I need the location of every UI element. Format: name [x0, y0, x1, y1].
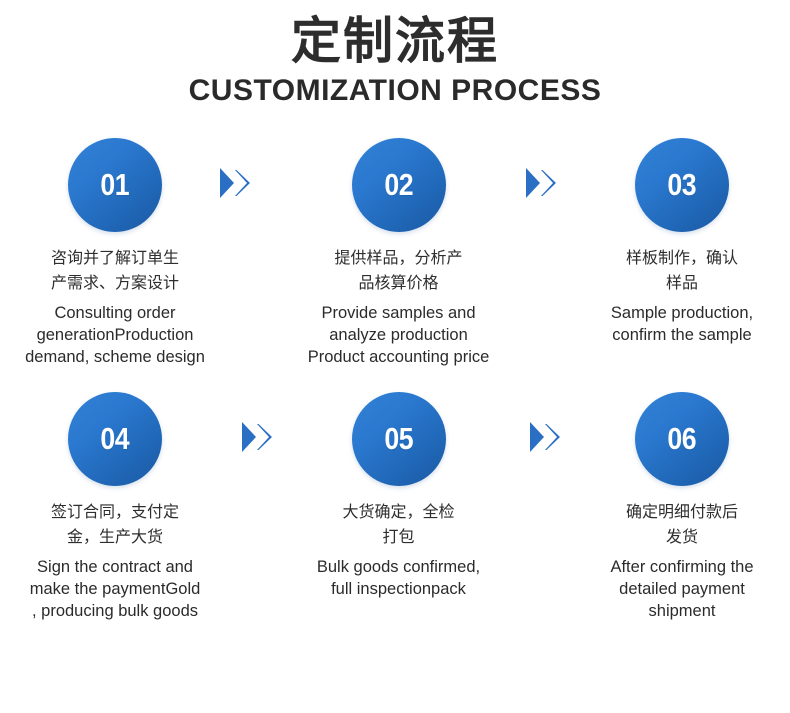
step-number: 02: [384, 167, 413, 202]
step-circle: 05: [351, 392, 446, 486]
step-circle: 02: [351, 138, 446, 232]
step-badge-05: 05: [351, 392, 446, 486]
step-number: 05: [384, 421, 413, 456]
process-step-04: 04 签订合同，支付定 金，生产大货 Sign the contract and…: [0, 392, 235, 622]
step-number: 04: [100, 421, 130, 456]
process-step-03: 03 样板制作，确认 样品 Sample production, confirm…: [562, 138, 790, 346]
step-text-en: After confirming the detailed payment sh…: [610, 558, 754, 620]
step-text-en: Sign the contract and make the paymentGo…: [29, 558, 201, 620]
step-number: 01: [100, 167, 130, 202]
step-circle: 01: [68, 138, 162, 232]
step-text-04: 签订合同，支付定 金，生产大货 Sign the contract and ma…: [0, 500, 239, 622]
step-badge-01: 01: [68, 138, 162, 232]
double-chevron-right-icon: [241, 418, 275, 456]
process-step-01: 01 咨询并了解订单生 产需求、方案设计 Consulting order ge…: [0, 138, 235, 368]
header: 定制流程 CUSTOMIZATION PROCESS: [0, 14, 790, 107]
step-text-cn: 样板制作，确认 样品: [625, 250, 738, 292]
page-title-cn: 定制流程: [291, 13, 499, 69]
step-number: 03: [667, 167, 697, 202]
step-number: 06: [667, 421, 697, 456]
step-text-cn: 咨询并了解订单生 产需求、方案设计: [50, 250, 179, 292]
step-badge-03: 03: [635, 138, 729, 232]
step-circle: 06: [635, 392, 729, 486]
step-text-en: Provide samples and analyze production P…: [307, 304, 490, 366]
process-row-2: 04 签订合同，支付定 金，生产大货 Sign the contract and…: [0, 392, 790, 622]
step-text-05: 大货确定，全检 打包 Bulk goods confirmed, full in…: [276, 500, 522, 600]
step-text-cn: 确定明细付款后 发货: [625, 504, 738, 546]
step-text-cn: 提供样品，分析产 品核算价格: [334, 250, 463, 292]
step-text-cn: 大货确定，全检 打包: [342, 504, 455, 546]
double-chevron-right-icon: [525, 164, 559, 202]
process-step-05: 05 大货确定，全检 打包 Bulk goods confirmed, full…: [279, 392, 519, 600]
step-text-en: Bulk goods confirmed, full inspectionpac…: [316, 558, 481, 598]
step-text-02: 提供样品，分析产 品核算价格 Provide samples and analy…: [276, 246, 522, 368]
page-title-en: CUSTOMIZATION PROCESS: [188, 74, 602, 107]
step-text-en: Consulting order generationProduction de…: [25, 304, 205, 366]
step-text-03: 样板制作，确认 样品 Sample production, confirm th…: [566, 246, 790, 346]
process-step-06: 06 确定明细付款后 发货 After confirming the detai…: [562, 392, 790, 622]
step-badge-04: 04: [68, 392, 162, 486]
step-circle: 04: [68, 392, 162, 486]
step-text-en: Sample production, confirm the sample: [610, 304, 754, 344]
process-row-1: 01 咨询并了解订单生 产需求、方案设计 Consulting order ge…: [0, 138, 790, 368]
step-text-06: 确定明细付款后 发货 After confirming the detailed…: [566, 500, 790, 622]
process-step-02: 02 提供样品，分析产 品核算价格 Provide samples and an…: [279, 138, 519, 368]
step-circle: 03: [635, 138, 729, 232]
step-text-cn: 签订合同，支付定 金，生产大货: [50, 504, 179, 546]
double-chevron-right-icon: [529, 418, 563, 456]
step-badge-02: 02: [351, 138, 446, 232]
double-chevron-right-icon: [219, 164, 253, 202]
step-text-01: 咨询并了解订单生 产需求、方案设计 Consulting order gener…: [0, 246, 239, 368]
step-badge-06: 06: [635, 392, 729, 486]
